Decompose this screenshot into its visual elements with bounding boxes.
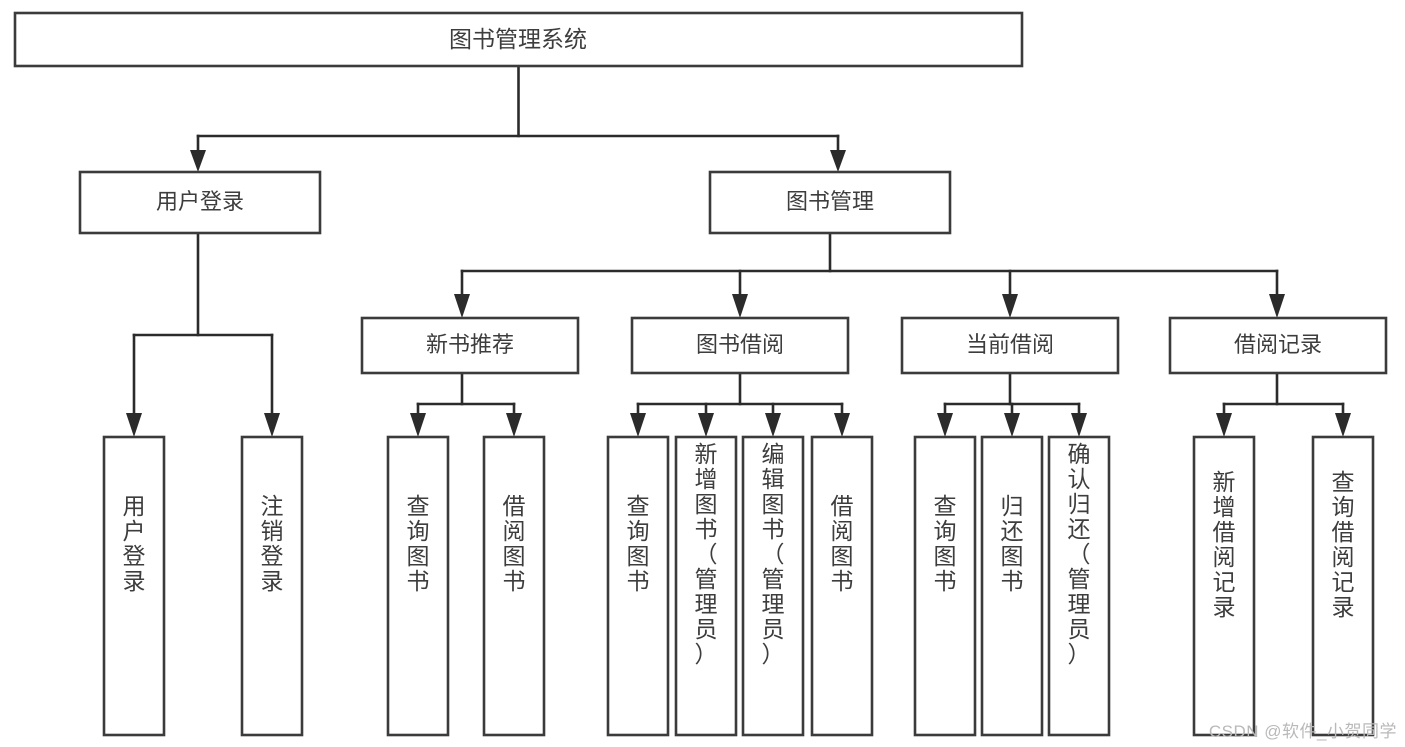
leaf-bb-add-box[interactable] — [674, 435, 738, 737]
arrow-head-leaf-logout — [264, 413, 280, 437]
leaf-newbook-borrow-box[interactable] — [482, 435, 546, 737]
node-borrow-record-label: 借阅记录 — [1234, 332, 1322, 357]
arrow-head-bb-leaf2 — [698, 413, 714, 437]
leaf-br-query-box[interactable] — [1311, 435, 1375, 737]
node-root-label: 图书管理系统 — [449, 26, 587, 52]
node-borrow-record[interactable]: 借阅记录 — [1168, 316, 1388, 375]
connectors-new-book-children — [410, 371, 522, 437]
leaf-cb-query-label: 查询图书 — [934, 493, 957, 594]
leaf-br-add-label: 新增借阅记录 — [1213, 469, 1236, 620]
leaf-node-bb-borrow[interactable]: 借阅图书 — [810, 435, 874, 737]
connectors-book-manage-children — [454, 231, 1285, 318]
leaf-bb-edit-label: 编辑图书（管理员） — [762, 441, 785, 667]
leaf-bb-query-label: 查询图书 — [627, 493, 650, 594]
leaf-cb-query-box[interactable] — [913, 435, 977, 737]
leaf-node-newbook-query[interactable]: 查询图书 — [386, 435, 450, 737]
node-new-book-label: 新书推荐 — [426, 332, 514, 357]
leaf-node-user-login[interactable]: 用户登录 — [102, 435, 166, 737]
arrow-head-user-login — [190, 150, 206, 172]
node-book-borrow-label: 图书借阅 — [696, 332, 784, 357]
connectors-book-borrow-children — [630, 371, 850, 437]
arrow-head-bb-leaf4 — [834, 413, 850, 437]
leaf-cb-return-box[interactable] — [980, 435, 1044, 737]
arrow-head-bb-leaf1 — [630, 413, 646, 437]
leaf-cb-return-label: 归还图书 — [1001, 493, 1024, 594]
leaf-node-cb-query[interactable]: 查询图书 — [913, 435, 977, 737]
leaf-logout-label: 注销登录 — [261, 493, 284, 594]
leaf-node-cb-confirm[interactable]: 确认归还（管理员） — [1047, 435, 1111, 737]
leaf-node-cb-return[interactable]: 归还图书 — [980, 435, 1044, 737]
node-user-login-box[interactable] — [78, 170, 322, 235]
leaf-node-br-add[interactable]: 新增借阅记录 — [1192, 435, 1256, 737]
arrow-head-current-borrow — [1002, 294, 1018, 318]
leaf-node-bb-query[interactable]: 查询图书 — [606, 435, 670, 737]
arrow-head-cb-leaf1 — [937, 413, 953, 437]
leaf-node-logout[interactable]: 注销登录 — [240, 435, 304, 737]
leaf-newbook-query-label: 查询图书 — [407, 493, 430, 594]
node-current-borrow-label: 当前借阅 — [966, 332, 1054, 357]
leaf-logout-box[interactable] — [240, 435, 304, 737]
arrow-head-leaf-user-login — [126, 413, 142, 437]
leaf-bb-add-label: 新增图书（管理员） — [695, 441, 718, 667]
node-root-system[interactable]: 图书管理系统 — [13, 11, 1024, 68]
leaf-br-add-box[interactable] — [1192, 435, 1256, 737]
arrow-head-borrow-record — [1269, 294, 1285, 318]
node-book-manage-label: 图书管理 — [786, 189, 874, 214]
arrow-head-newbook-leaf1 — [410, 413, 426, 437]
node-root-box[interactable] — [13, 11, 1024, 68]
node-user-login[interactable]: 用户登录 — [78, 170, 322, 235]
leaf-bb-borrow-label: 借阅图书 — [831, 493, 854, 594]
arrow-head-book-manage — [830, 150, 846, 172]
leaf-bb-edit-box[interactable] — [741, 435, 805, 737]
leaf-user-login-label: 用户登录 — [123, 493, 146, 594]
leaf-node-br-query[interactable]: 查询借阅记录 — [1311, 435, 1375, 737]
node-user-login-label: 用户登录 — [156, 189, 244, 214]
leaf-cb-confirm-box[interactable] — [1047, 435, 1111, 737]
leaf-node-bb-add[interactable]: 新增图书（管理员） — [674, 435, 738, 737]
arrow-head-cb-leaf3 — [1071, 413, 1087, 437]
node-book-borrow[interactable]: 图书借阅 — [630, 316, 850, 375]
node-book-manage-box[interactable] — [708, 170, 952, 235]
arrow-head-br-leaf2 — [1335, 413, 1351, 437]
leaf-bb-borrow-box[interactable] — [810, 435, 874, 737]
leaf-br-query-label: 查询借阅记录 — [1332, 469, 1355, 620]
connectors-borrow-record-children — [1216, 371, 1351, 437]
leaf-newbook-borrow-label: 借阅图书 — [503, 493, 526, 594]
leaf-node-bb-edit[interactable]: 编辑图书（管理员） — [741, 435, 805, 737]
arrow-head-book-borrow — [732, 294, 748, 318]
connectors-user-login-children — [126, 231, 280, 437]
node-borrow-record-box[interactable] — [1168, 316, 1388, 375]
arrow-head-newbook-leaf2 — [506, 413, 522, 437]
leaf-newbook-query-box[interactable] — [386, 435, 450, 737]
leaf-user-login-box[interactable] — [102, 435, 166, 737]
node-current-borrow-box[interactable] — [900, 316, 1120, 375]
arrow-head-bb-leaf3 — [765, 413, 781, 437]
node-book-borrow-box[interactable] — [630, 316, 850, 375]
leaf-node-newbook-borrow[interactable]: 借阅图书 — [482, 435, 546, 737]
leaf-bb-query-box[interactable] — [606, 435, 670, 737]
connectors-root-to-level2 — [190, 64, 846, 172]
arrow-head-new-book — [454, 294, 470, 318]
node-current-borrow[interactable]: 当前借阅 — [900, 316, 1120, 375]
node-new-book-box[interactable] — [360, 316, 580, 375]
node-book-manage[interactable]: 图书管理 — [708, 170, 952, 235]
arrow-head-br-leaf1 — [1216, 413, 1232, 437]
connectors-current-borrow-children — [937, 371, 1087, 437]
csdn-watermark: CSDN @软件_小贺同学 — [1208, 722, 1397, 741]
leaf-cb-confirm-label: 确认归还（管理员） — [1068, 441, 1091, 667]
arrow-head-cb-leaf2 — [1004, 413, 1020, 437]
node-new-book[interactable]: 新书推荐 — [360, 316, 580, 375]
